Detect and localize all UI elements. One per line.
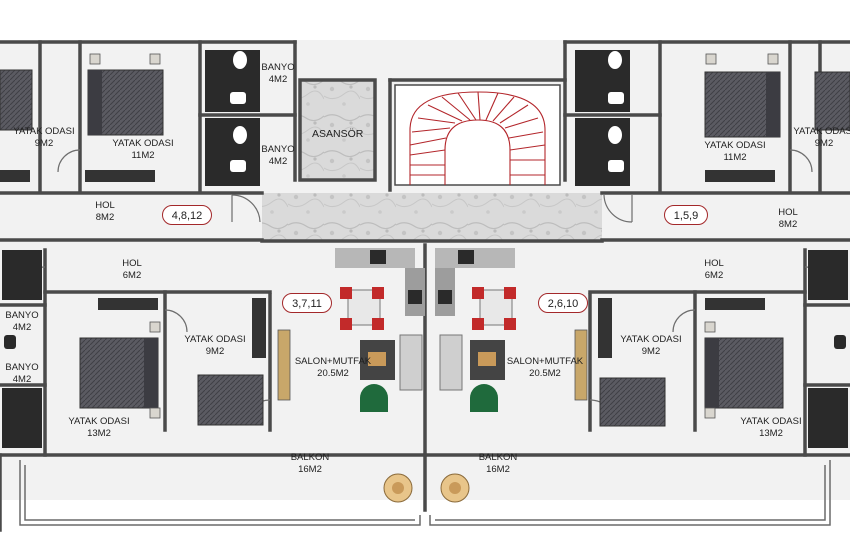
- unit-numbers-badge-tl: 4,8,12: [162, 205, 212, 225]
- room-label-balcony-br: BALKON 16M2: [476, 452, 520, 476]
- room-area: 13M2: [87, 428, 111, 439]
- walls: [0, 40, 850, 532]
- balcony-tables: [383, 473, 470, 503]
- room-label-bedroom-11m2-tr: YATAK ODASI 11M2: [692, 140, 778, 164]
- room-area: 9M2: [814, 138, 834, 149]
- room-area: 4M2: [12, 322, 32, 333]
- beds: [0, 69, 850, 427]
- unit-numbers-badge-br: 2,6,10: [538, 293, 588, 313]
- kitchen-counters: [335, 248, 515, 316]
- room-label-hall-bl: HOL 6M2: [112, 258, 152, 282]
- room-area: 6M2: [122, 270, 142, 281]
- room-name: YATAK ODASI: [793, 126, 850, 137]
- room-name: YATAK ODASI: [184, 334, 246, 345]
- room-name: SALON+MUTFAK: [506, 356, 584, 367]
- room-name: YATAK ODASI: [620, 334, 682, 345]
- room-name: YATAK ODASI: [13, 126, 75, 137]
- room-name: BANYO: [261, 144, 295, 155]
- room-area: 11M2: [723, 152, 747, 163]
- room-label-bath-2-bl: BANYO 4M2: [0, 362, 44, 386]
- room-label-hall-tl: HOL 8M2: [85, 200, 125, 224]
- dining-sets: [340, 287, 516, 330]
- staircase: [394, 84, 561, 186]
- room-label-bedroom-9m2-br: YATAK ODASI 9M2: [608, 334, 694, 358]
- room-label-bedroom-13m2-bl: YATAK ODASI 13M2: [56, 416, 142, 440]
- room-label-bedroom-9m2-tr: YATAK ODASI 9M2: [788, 126, 850, 150]
- room-label-bath-2-tl: BANYO 4M2: [258, 144, 298, 168]
- room-name: HOL: [122, 258, 142, 269]
- elevator-label: ASANSÖR: [312, 128, 364, 140]
- room-area: 11M2: [131, 150, 155, 161]
- bathroom-fixtures: [2, 50, 848, 448]
- room-label-bedroom-9m2-tl: YATAK ODASI 9M2: [8, 126, 80, 150]
- room-name: HOL: [778, 207, 798, 218]
- room-label-bedroom-11m2-tl: YATAK ODASI 11M2: [100, 138, 186, 162]
- room-area: 9M2: [34, 138, 54, 149]
- room-area: 8M2: [95, 212, 115, 223]
- room-label-bedroom-13m2-br: YATAK ODASI 13M2: [728, 416, 814, 440]
- room-area: 16M2: [298, 464, 322, 475]
- room-name: YATAK ODASI: [68, 416, 130, 427]
- room-area: 20.5M2: [317, 368, 349, 379]
- room-area: 6M2: [704, 270, 724, 281]
- room-name: BANYO: [5, 310, 39, 321]
- room-area: 4M2: [12, 374, 32, 385]
- room-label-bath-1-bl: BANYO 4M2: [0, 310, 44, 334]
- room-area: 20.5M2: [529, 368, 561, 379]
- balcony-railing: [19, 460, 831, 526]
- room-name: HOL: [704, 258, 724, 269]
- room-area: 9M2: [205, 346, 225, 357]
- room-label-hall-tr: HOL 8M2: [768, 207, 808, 231]
- room-name: BANYO: [261, 62, 295, 73]
- room-label-bath-1-tl: BANYO 4M2: [258, 62, 298, 86]
- room-area: 4M2: [268, 74, 288, 85]
- unit-numbers-badge-tr: 1,5,9: [664, 205, 708, 225]
- room-name: YATAK ODASI: [740, 416, 802, 427]
- room-name: HOL: [95, 200, 115, 211]
- unit-numbers-badge-bl: 3,7,11: [282, 293, 332, 313]
- room-label-hall-br: HOL 6M2: [694, 258, 734, 282]
- nightstands: [89, 53, 779, 419]
- room-name: BALKON: [478, 452, 518, 463]
- room-name: YATAK ODASI: [112, 138, 174, 149]
- room-name: BALKON: [290, 452, 330, 463]
- room-area: 13M2: [759, 428, 783, 439]
- room-area: 9M2: [641, 346, 661, 357]
- room-label-living-br: SALON+MUTFAK 20.5M2: [502, 356, 588, 380]
- room-name: SALON+MUTFAK: [294, 356, 372, 367]
- room-area: 16M2: [486, 464, 510, 475]
- room-area: 4M2: [268, 156, 288, 167]
- room-label-balcony-bl: BALKON 16M2: [288, 452, 332, 476]
- room-label-bedroom-9m2-bl: YATAK ODASI 9M2: [172, 334, 258, 358]
- room-label-living-bl: SALON+MUTFAK 20.5M2: [290, 356, 376, 380]
- room-name: BANYO: [5, 362, 39, 373]
- room-name: YATAK ODASI: [704, 140, 766, 151]
- room-area: 8M2: [778, 219, 798, 230]
- living-furniture: [277, 329, 588, 412]
